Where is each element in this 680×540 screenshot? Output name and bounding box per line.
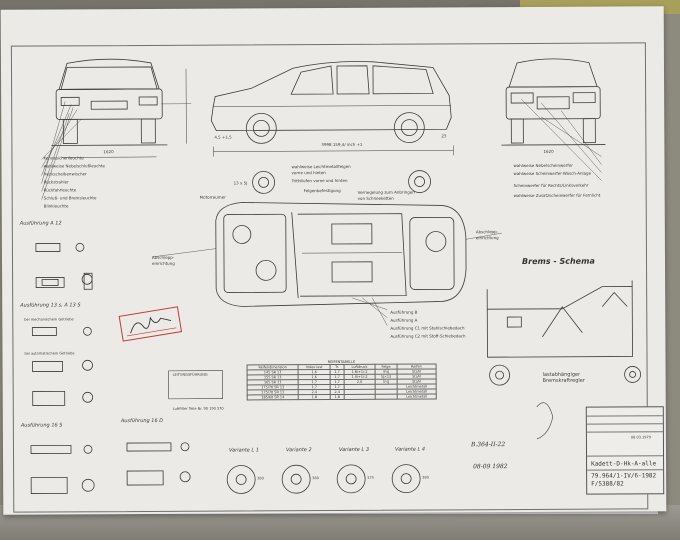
variant-dimension: 380 (422, 475, 429, 480)
section-label: Ausführung 16 D (120, 417, 164, 425)
dimension-label: 3998 159,4/ inch +1 (321, 141, 363, 148)
wheel-details (252, 170, 431, 194)
blueprint-sheet: Kennzeichenleuchte wahlweise Nebelschluß… (0, 6, 667, 515)
dimension-label: 4,5 +1,5 (214, 134, 232, 140)
section-label: bei automatischem Getriebe (24, 351, 75, 356)
tire-table: REIFENTABELLE Reifendimension Index last… (247, 359, 437, 400)
steering-wheels (226, 464, 421, 494)
approval-stamp (118, 306, 183, 342)
section-label: bei mechanischem Getriebe (24, 317, 74, 322)
title-block: 08.03.1979 Kadett-D-Hk-A-alle 79.964/1-I… (585, 406, 665, 495)
variant-label: Variante L 4 (394, 446, 426, 453)
table-cell (375, 394, 398, 400)
callout-label: Verriegelung zum Anbringen (357, 189, 415, 195)
section-label: LEITUNGSFÜHRUNG (172, 372, 208, 377)
dimension-label: 13 x 5J (233, 180, 248, 186)
dimension-label: 1620 (103, 149, 114, 155)
table-cell: 1,8 (330, 394, 345, 400)
callout-label: wahlweise Nebelscheinwerfer (513, 162, 573, 169)
callout-label: Ausführung A (390, 317, 418, 323)
variant-label: Variante 2 (285, 447, 312, 454)
title-block-line (587, 455, 664, 457)
callout-label: wahlweise Scheinwerfer-Wasch-Anlage (513, 170, 592, 177)
variant-dimension: 375 (367, 475, 374, 480)
title-block-line (586, 423, 663, 425)
brake-schema-title: Brems - Schema (521, 256, 595, 267)
callout-label: einrichtung (475, 235, 499, 241)
brake-regulator-label: Bremskraftregler (542, 377, 585, 384)
table-cell: Leichtmetall (397, 393, 437, 400)
variant-label: Variante L 1 (228, 447, 260, 454)
reference-mark: B.364-II-22 (470, 441, 506, 449)
table-cell: 185/60 SR 14 (247, 394, 299, 400)
callout-label: Rückfahrleuchte (43, 187, 77, 193)
drawing-name: Kadett-D-Hk-A-alle (591, 460, 657, 468)
callout-label: Abschlepp- (475, 229, 499, 235)
callout-label: Felgenbefestigung (303, 187, 341, 194)
table-cell: 1,8 (298, 394, 331, 400)
dimension-label: 23 (441, 133, 447, 139)
callout-label: Blinkleuchte (43, 203, 69, 209)
callout-label: Schluß- und Bremsleuchte (43, 195, 97, 201)
callout-label: Abschlepp- (151, 254, 175, 260)
technical-drawing (30, 58, 642, 494)
callout-label: Motorraumer (199, 194, 226, 200)
section-label: Ausführung A 12 (19, 220, 62, 227)
callout-label: einrichtung (151, 260, 175, 266)
left-components (30, 242, 191, 494)
table-cell (344, 394, 376, 400)
callout-label: wahlweise Nebelschlußleuchte (43, 163, 105, 169)
section-label: Ausführung 16 S (20, 422, 63, 429)
callout-label: Kennzeichenleuchte (43, 155, 84, 161)
callout-label: Ausführung C1 mit Stahlschiebedach (390, 325, 465, 331)
front-view-drawing (501, 58, 606, 181)
variant-label: Variante L 3 (338, 446, 370, 453)
callout-label: Scheinwerfer für Rechts/Linksverkehr (513, 182, 589, 189)
drawing-sub-number: F/5388/82 (591, 480, 624, 488)
drawing-number: 79.964/1-IV/6-1982 (591, 472, 657, 480)
dimension-label: 1620 (543, 148, 554, 154)
brake-schema-drawing (486, 280, 642, 386)
title-block-line (587, 469, 664, 471)
callout-label: Ausführung B (390, 309, 418, 315)
callout-label: wahlweise Leichtmetallfelgen (291, 163, 351, 170)
title-block-line (586, 415, 663, 417)
section-label: Ausführung 13 s, A 13 S (20, 302, 81, 309)
callout-label: Rückstrahler (43, 179, 69, 185)
part-sketch (536, 402, 554, 440)
callout-label: vorne und hinten (291, 170, 326, 176)
callout-label: Ausführung C2 mit Stoff-Schiebedach (390, 333, 466, 339)
callout-label: wahlweise Zusatzscheinwerfer für Fernlic… (513, 192, 601, 199)
title-block-line (586, 431, 663, 433)
variant-dimension: 380 (312, 476, 319, 481)
rear-view-drawing (41, 58, 192, 200)
callout-label: Trittstufen vorne und hinten (291, 177, 348, 184)
side-view-drawing (210, 61, 454, 157)
section-label: Luftfilter Teile Nr. 90 190 370 (172, 406, 224, 411)
callout-label: Heckscheibenwischer (43, 171, 87, 177)
top-view-drawing (151, 202, 502, 326)
signature-date: 08-09 1982 (473, 463, 508, 471)
stamp-signature (126, 316, 177, 337)
leitung-box (168, 370, 224, 400)
variant-dimension: 380 (257, 476, 264, 481)
title-block-date: 08.03.1979 (630, 435, 651, 440)
callout-label: von Schneeketten (357, 195, 394, 201)
